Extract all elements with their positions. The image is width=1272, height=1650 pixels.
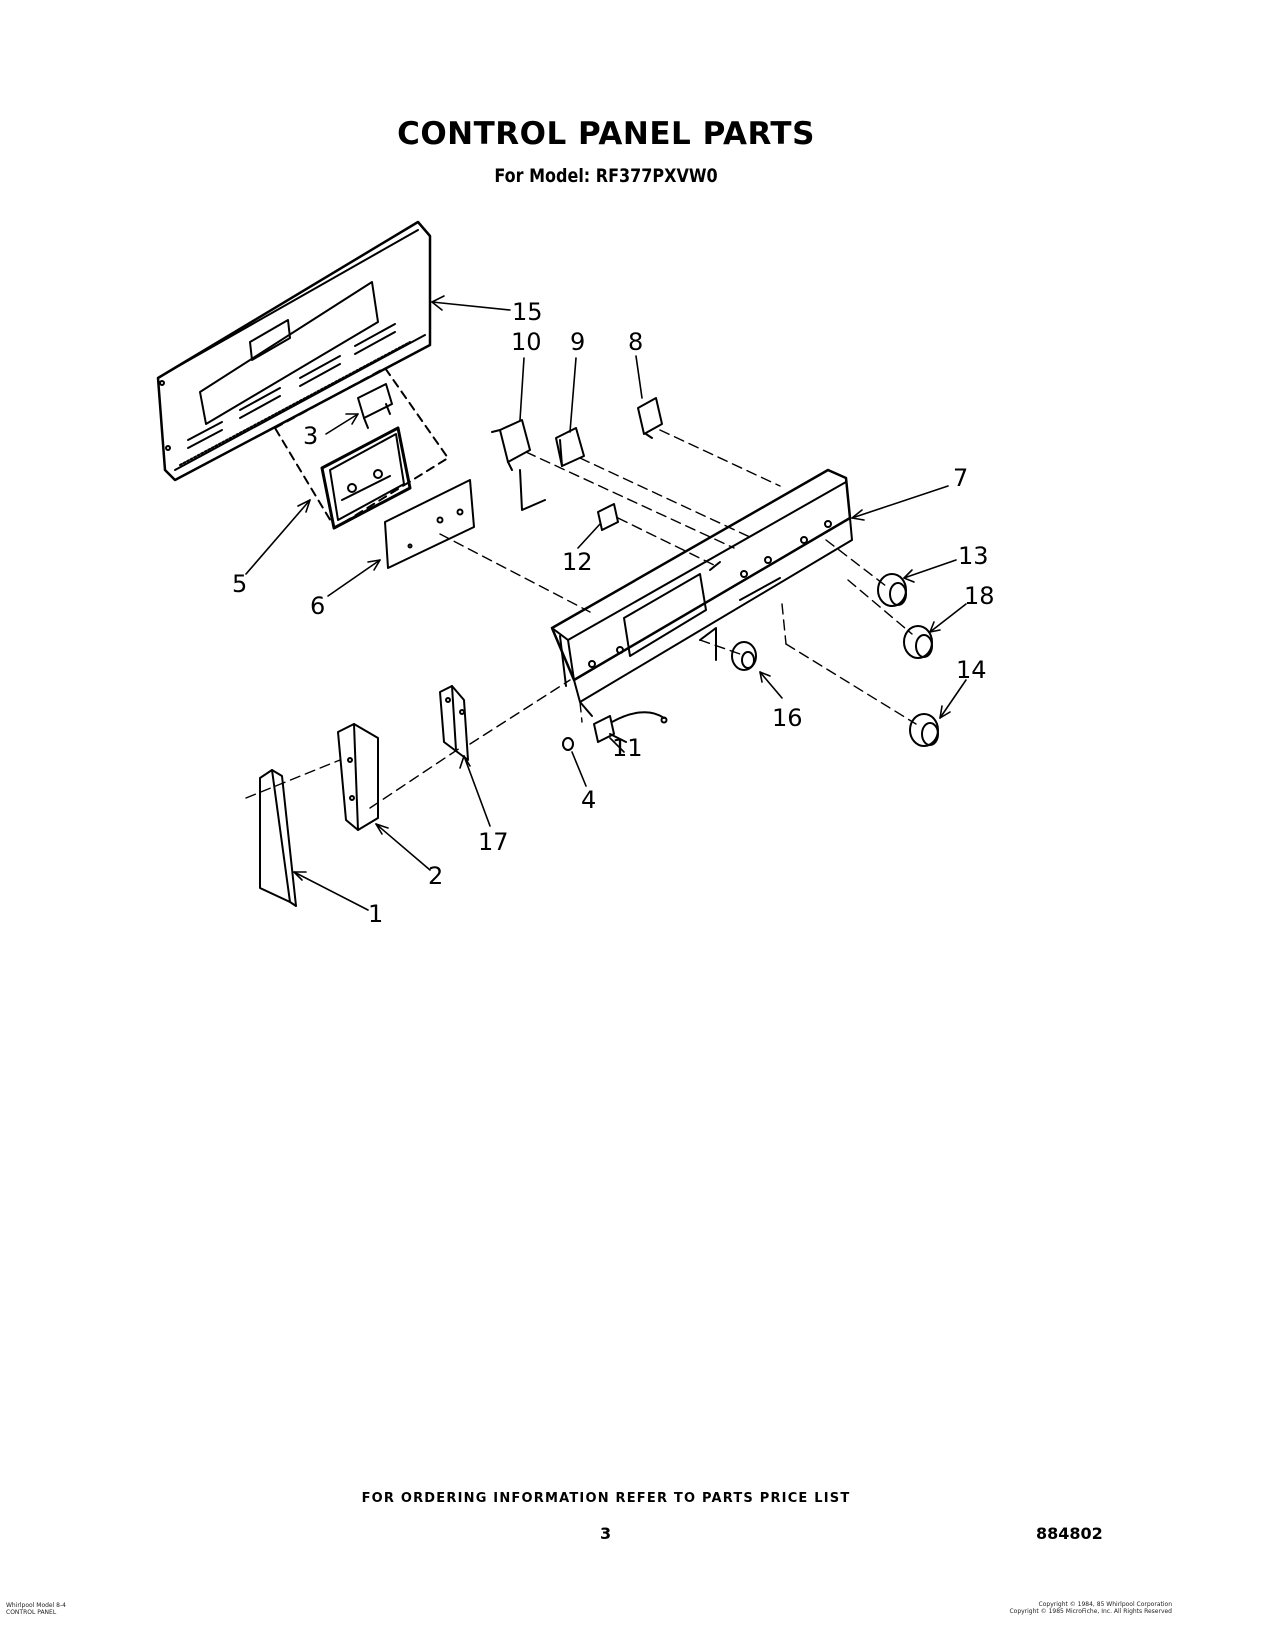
part-11-switch bbox=[593, 711, 668, 743]
small-print-left-line2: CONTROL PANEL bbox=[6, 1609, 57, 1616]
small-print-right: Copyright © 1984, 85 Whirlpool Corporati… bbox=[1009, 1601, 1172, 1615]
model-subtitle: For Model: RF377PXVW0 bbox=[494, 164, 718, 187]
ordering-note: FOR ORDERING INFORMATION REFER TO PARTS … bbox=[361, 1491, 851, 1506]
part-15-backguard-panel bbox=[156, 220, 432, 482]
callout-2: 2 bbox=[428, 862, 443, 890]
part-9-switch bbox=[555, 427, 585, 467]
callout-9: 9 bbox=[570, 328, 585, 356]
callout-16: 16 bbox=[772, 704, 803, 732]
callout-3: 3 bbox=[303, 422, 318, 450]
part-18-knob bbox=[903, 625, 933, 659]
small-print-right-line1: Copyright © 1984, 85 Whirlpool Corporati… bbox=[1038, 1601, 1172, 1608]
callout-1: 1 bbox=[368, 900, 383, 928]
part-5-clock-assembly bbox=[274, 367, 449, 530]
part-10-switch bbox=[491, 419, 546, 511]
page-title: CONTROL PANEL PARTS bbox=[397, 116, 815, 152]
part-4-screw bbox=[562, 737, 574, 751]
part-1-end-cap bbox=[259, 769, 297, 907]
callout-7: 7 bbox=[953, 464, 968, 492]
part-14-knob bbox=[909, 713, 939, 747]
callout-17: 17 bbox=[478, 828, 509, 856]
callout-10: 10 bbox=[511, 328, 542, 356]
assembly-lines bbox=[245, 429, 917, 809]
callout-11: 11 bbox=[612, 734, 643, 762]
leader-lines bbox=[245, 295, 967, 911]
callout-8: 8 bbox=[628, 328, 643, 356]
small-print-left: Whirlpool Model 8-4 CONTROL PANEL bbox=[6, 1602, 66, 1616]
small-print-left-line1: Whirlpool Model 8-4 bbox=[6, 1602, 66, 1609]
callout-5: 5 bbox=[232, 570, 247, 598]
part-12-small-switch bbox=[597, 503, 619, 531]
callout-4: 4 bbox=[581, 786, 596, 814]
callout-13: 13 bbox=[958, 542, 989, 570]
document-number: 884802 bbox=[1036, 1524, 1103, 1543]
part-6-overlay-plate bbox=[384, 479, 475, 569]
callout-15: 15 bbox=[512, 298, 543, 326]
part-17-bracket bbox=[439, 685, 469, 761]
part-7-control-panel bbox=[550, 468, 853, 717]
callout-18: 18 bbox=[964, 582, 995, 610]
part-2-bracket bbox=[337, 723, 379, 831]
callout-6: 6 bbox=[310, 592, 325, 620]
part-16-knob bbox=[731, 641, 757, 671]
part-13-knob bbox=[877, 573, 907, 607]
page-number: 3 bbox=[600, 1524, 612, 1543]
small-print-right-line2: Copyright © 1985 MicroFiche, Inc. All Ri… bbox=[1009, 1608, 1172, 1615]
part-8-switch bbox=[637, 397, 663, 439]
callout-12: 12 bbox=[562, 548, 593, 576]
callout-14: 14 bbox=[956, 656, 987, 684]
